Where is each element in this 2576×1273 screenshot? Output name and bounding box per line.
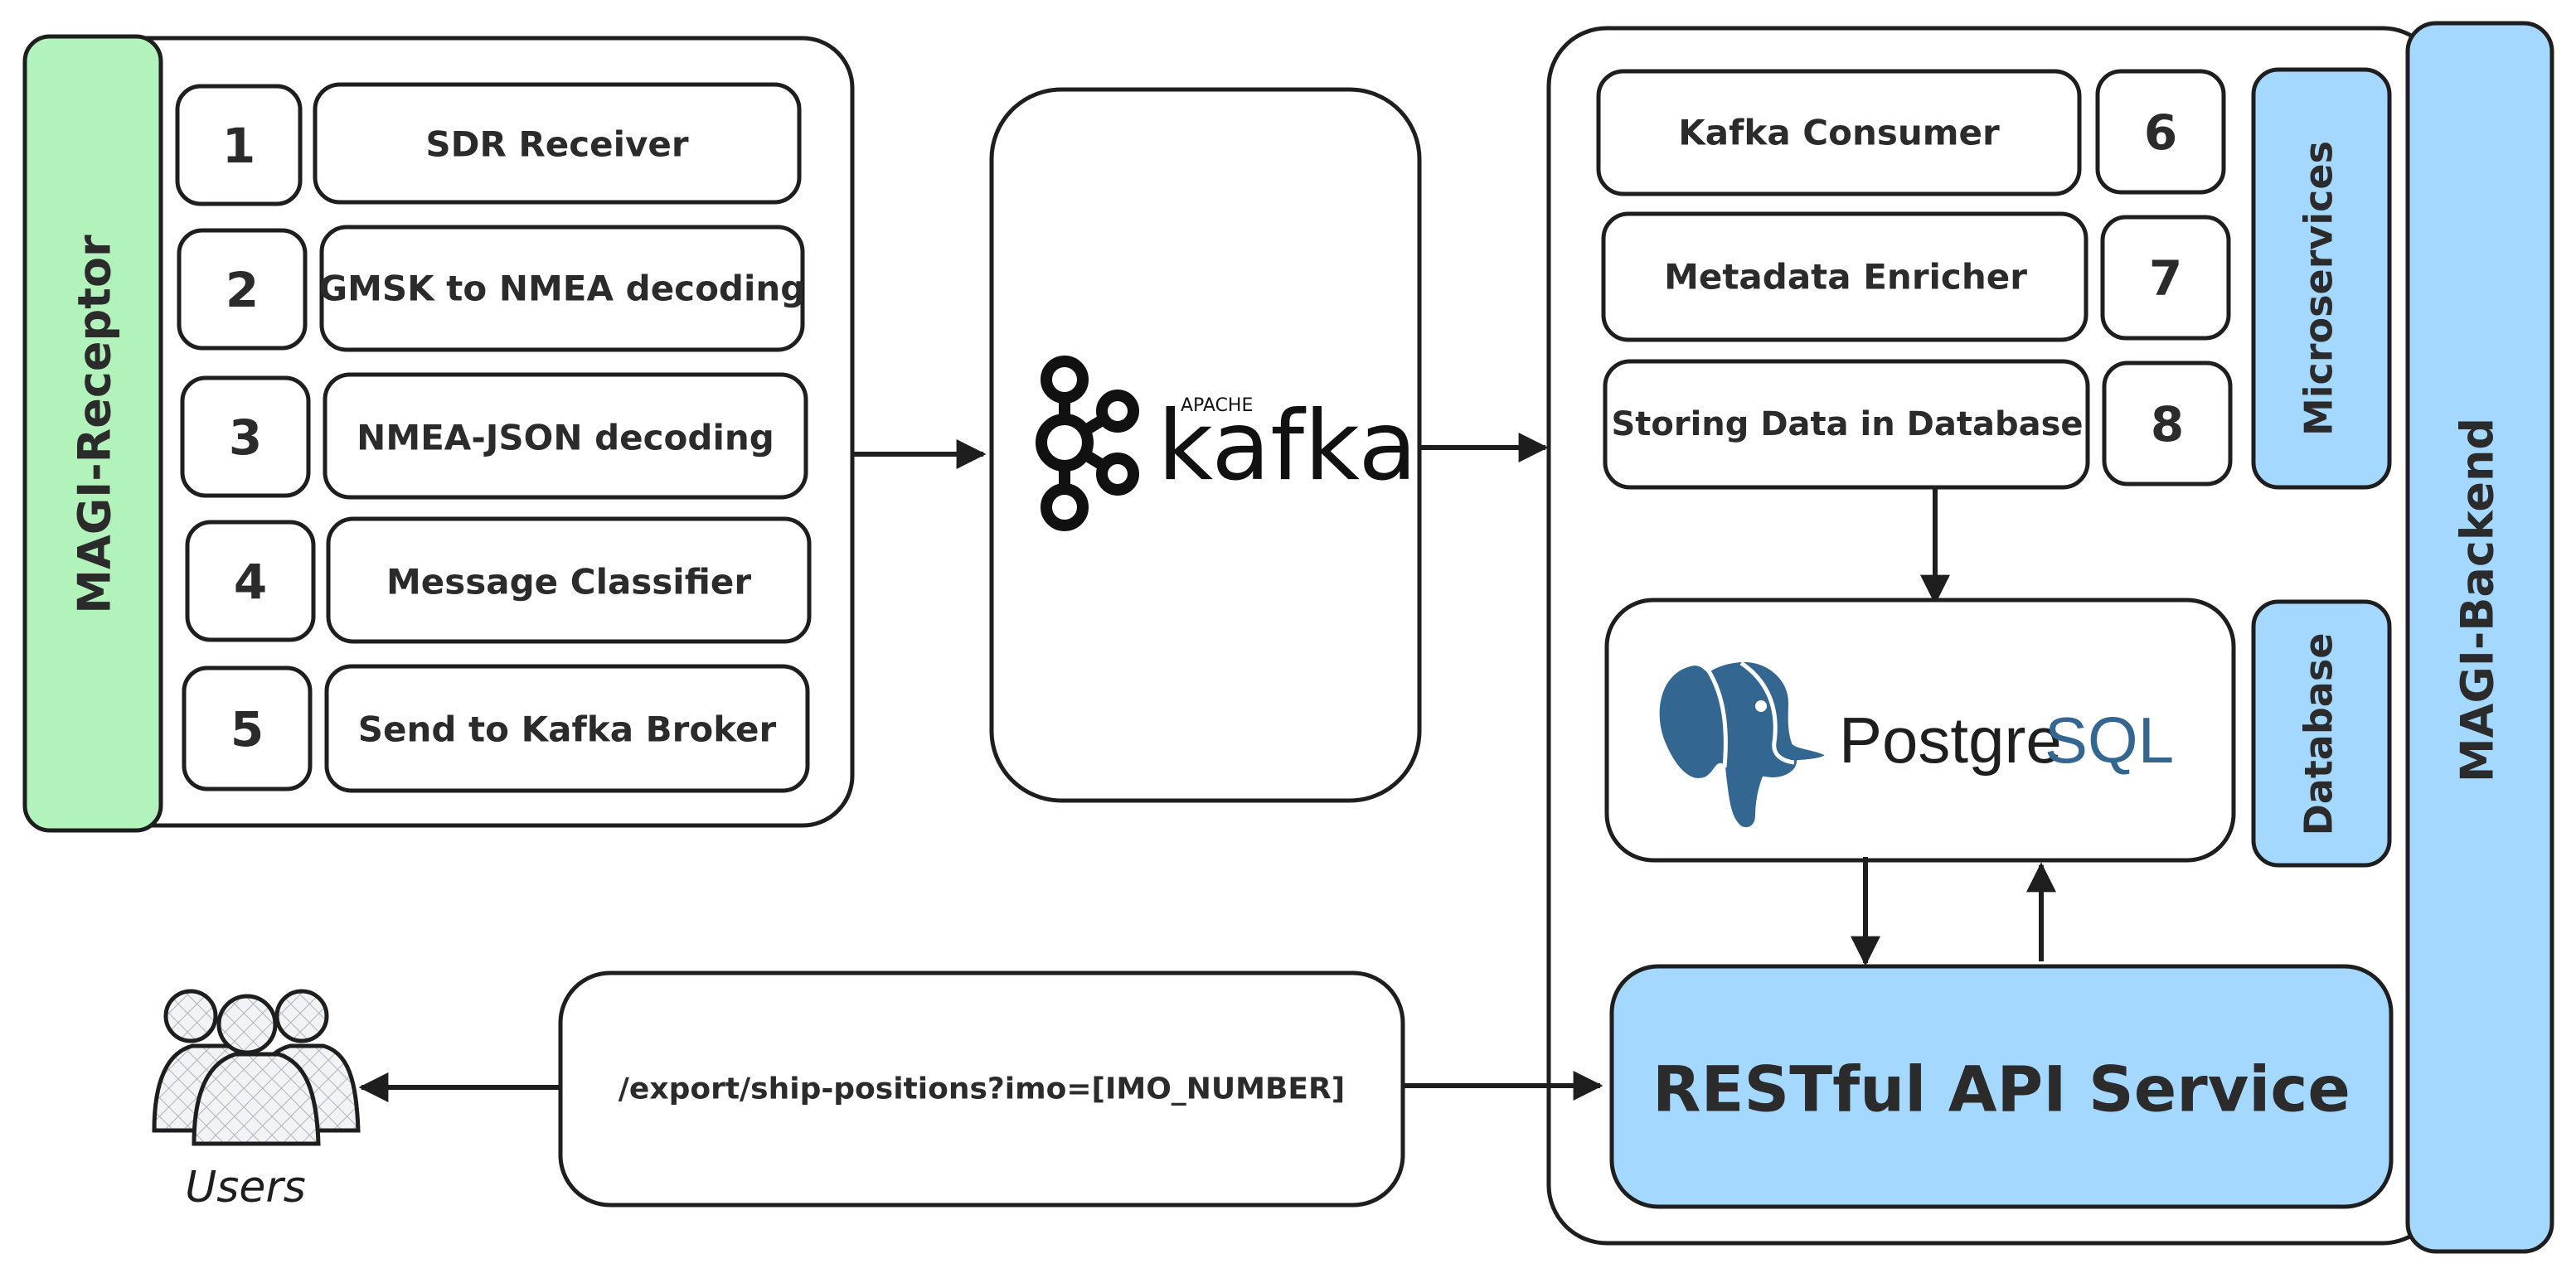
step-number: 3 — [229, 409, 262, 466]
backend-side-panel — [2405, 21, 2554, 1254]
receptor-step: 4 Message Classifier — [185, 516, 812, 644]
microservice-number-box — [2095, 69, 2226, 195]
microservice-row: Storing Data in Database 8 — [1603, 359, 2233, 490]
api-service-label: RESTful API Service — [1652, 1053, 2350, 1126]
backend-group: MAGI-Backend Microservices Kafka Consume… — [1546, 21, 2554, 1254]
microservice-number: 7 — [2149, 250, 2182, 307]
receptor-group: MAGI-Receptor 1 SDR Receiver 2 GMSK to N… — [22, 34, 855, 833]
postgresql-elephant-icon — [1654, 656, 1830, 832]
microservice-box — [1596, 69, 2082, 196]
kafka-box — [989, 87, 1422, 803]
step-box — [313, 82, 802, 205]
microservice-number-box — [2102, 361, 2233, 486]
step-box — [324, 664, 810, 793]
kafka-group: APACHE kafka — [989, 87, 1422, 803]
receptor-step: 1 SDR Receiver — [175, 82, 802, 206]
microservice-label: Kafka Consumer — [1678, 113, 2000, 153]
microservices-label: Microservices — [2297, 141, 2341, 436]
step-number-box — [185, 520, 316, 642]
step-label: SDR Receiver — [425, 124, 689, 165]
step-number: 1 — [222, 118, 255, 174]
kafka-name-label: kafka — [1157, 390, 1417, 502]
step-label: Send to Kafka Broker — [358, 709, 777, 750]
step-label: Message Classifier — [386, 562, 751, 603]
step-number-box — [182, 666, 313, 791]
microservice-number: 6 — [2144, 104, 2177, 161]
users-label: Users — [185, 1163, 306, 1212]
users-group-icon — [152, 989, 361, 1146]
receptor-step: 2 GMSK to NMEA decoding — [177, 225, 806, 352]
database-panel — [2251, 599, 2392, 868]
microservice-row: Metadata Enricher 7 — [1601, 211, 2231, 342]
microservice-row: Kafka Consumer 6 — [1596, 69, 2226, 196]
microservice-label: Metadata Enricher — [1664, 257, 2027, 298]
database-label: Database — [2297, 633, 2341, 836]
step-number: 4 — [234, 554, 267, 610]
kafka-apache-label: APACHE — [1181, 395, 1253, 416]
step-box — [323, 372, 808, 500]
postgres-prefix: Postgre — [1839, 704, 2062, 777]
backend-label: MAGI-Backend — [2452, 418, 2504, 782]
receptor-step: 5 Send to Kafka Broker — [182, 664, 810, 793]
endpoint-group: /export/ship-positions?imo=[IMO_NUMBER] — [558, 970, 1405, 1208]
microservice-box — [1603, 359, 2090, 490]
step-number-box — [175, 84, 303, 206]
api-service-box — [1609, 964, 2394, 1209]
receptor-label: MAGI-Receptor — [69, 235, 121, 614]
step-number-box — [177, 228, 308, 351]
step-box — [326, 516, 812, 644]
endpoint-label: /export/ship-positions?imo=[IMO_NUMBER] — [619, 1072, 1345, 1106]
kafka-logo-icon — [1036, 356, 1139, 531]
step-box — [319, 225, 805, 352]
receptor-side-panel — [22, 34, 163, 833]
step-number: 5 — [230, 701, 264, 758]
step-label: GMSK to NMEA decoding — [319, 269, 806, 309]
microservice-number: 8 — [2151, 396, 2184, 453]
step-number-box — [180, 375, 311, 498]
postgres-suffix: SQL — [2045, 704, 2174, 777]
microservices-panel — [2251, 67, 2392, 490]
microservice-number-box — [2100, 215, 2231, 341]
step-label: NMEA-JSON decoding — [357, 418, 774, 458]
microservice-box — [1601, 211, 2088, 342]
microservice-label: Storing Data in Database — [1611, 405, 2083, 443]
step-number: 2 — [226, 262, 259, 318]
receptor-step: 3 NMEA-JSON decoding — [180, 372, 808, 500]
